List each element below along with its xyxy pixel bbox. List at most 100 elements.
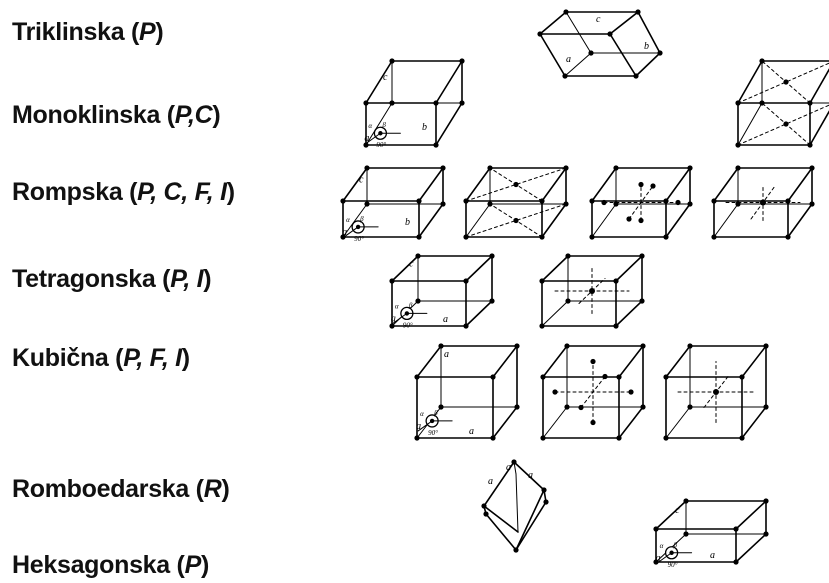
cell-edge bbox=[741, 345, 767, 378]
lattice-point bbox=[562, 73, 568, 79]
axis-label-a: a bbox=[528, 470, 533, 481]
alpha-label: α bbox=[395, 302, 399, 310]
cell-edge bbox=[787, 203, 813, 238]
alpha-label: α bbox=[660, 542, 664, 550]
cell-orthorhombic-C bbox=[463, 165, 569, 240]
cell-edge bbox=[513, 461, 545, 491]
cell-edge bbox=[483, 461, 515, 507]
lattice-point bbox=[414, 374, 420, 380]
label-heksagonska: Heksagonska (P) bbox=[12, 551, 209, 579]
lattice-point bbox=[459, 58, 465, 64]
cell-cubic-I bbox=[663, 343, 769, 441]
system-name: Tetragonska bbox=[12, 265, 156, 293]
cell-edge bbox=[485, 513, 517, 551]
cell-edge bbox=[483, 505, 519, 533]
axis-label-c: c bbox=[596, 14, 601, 25]
cell-edge bbox=[416, 345, 442, 378]
lattice-point bbox=[733, 526, 739, 532]
system-name: Rompska bbox=[12, 178, 123, 206]
cell-edge bbox=[741, 406, 767, 439]
lattice-point bbox=[616, 435, 622, 441]
lattice-types: P, I bbox=[170, 265, 204, 293]
lattice-point bbox=[459, 100, 465, 106]
axis-label-a: a bbox=[391, 313, 396, 324]
lattice-types: P bbox=[184, 551, 202, 579]
cell-edge bbox=[618, 345, 644, 378]
lattice-point bbox=[663, 234, 669, 240]
face-diagonal bbox=[465, 203, 567, 238]
cell-edge bbox=[713, 167, 739, 202]
axis-label-c: c bbox=[675, 505, 680, 516]
lattice-point bbox=[463, 323, 469, 329]
cell-edge bbox=[342, 167, 368, 202]
beta-label: β bbox=[673, 541, 678, 549]
lattice-point bbox=[490, 435, 496, 441]
lattice-point bbox=[389, 100, 395, 106]
lattice-point bbox=[588, 50, 594, 56]
cell-edge bbox=[615, 255, 643, 282]
lattice-point bbox=[638, 217, 644, 224]
hidden-edge bbox=[541, 300, 569, 327]
cell-edge bbox=[539, 11, 567, 35]
axis-label-a: a bbox=[488, 476, 493, 487]
lattice-types: P, C, F, I bbox=[137, 178, 227, 206]
lattice-point bbox=[687, 201, 693, 207]
hidden-edge bbox=[465, 203, 491, 238]
system-name: Heksagonska bbox=[12, 551, 170, 579]
lattice-point bbox=[389, 323, 395, 329]
axis-label-b: b bbox=[644, 41, 649, 52]
lattice-point bbox=[539, 323, 545, 329]
axis-label-a: a bbox=[416, 421, 421, 432]
lattice-point bbox=[663, 374, 669, 380]
angle-90-label: 90° bbox=[668, 561, 678, 569]
cell-edge bbox=[418, 203, 444, 238]
lattice-point bbox=[514, 404, 520, 410]
cell-edge bbox=[541, 203, 567, 238]
lattice-point bbox=[739, 435, 745, 441]
center-line bbox=[628, 185, 654, 220]
lattice-point bbox=[389, 278, 395, 284]
axis-label-a: a bbox=[444, 349, 449, 360]
hidden-edge bbox=[737, 102, 763, 146]
axis-line bbox=[657, 552, 673, 564]
angle-90-label: 90° bbox=[428, 429, 438, 437]
lattice-point bbox=[760, 199, 766, 206]
cell-edge bbox=[655, 500, 687, 530]
lattice-point bbox=[683, 531, 689, 537]
lattice-point bbox=[735, 165, 741, 171]
cell-edge bbox=[665, 203, 691, 238]
cell-edge bbox=[541, 167, 567, 202]
axis-label-b: b bbox=[405, 217, 410, 228]
hidden-edge bbox=[515, 473, 519, 533]
cell-edge bbox=[609, 33, 637, 77]
lattice-point bbox=[564, 404, 570, 410]
lattice-point bbox=[589, 198, 595, 204]
lattice-point bbox=[415, 253, 421, 259]
face-diagonal bbox=[737, 104, 829, 146]
label-kubicna: Kubična (P, F, I) bbox=[12, 344, 190, 372]
cell-edge bbox=[737, 60, 763, 104]
face-diagonal bbox=[737, 62, 829, 104]
label-rompska: Rompska (P, C, F, I) bbox=[12, 178, 235, 206]
cell-edge bbox=[541, 255, 569, 282]
cell-edge bbox=[735, 500, 767, 530]
axis-label-a: a bbox=[566, 54, 571, 65]
lattice-point bbox=[763, 531, 769, 537]
lattice-point bbox=[783, 121, 789, 127]
cell-edge bbox=[665, 345, 691, 378]
lattice-point bbox=[602, 373, 608, 380]
label-tetragonska: Tetragonska (P, I) bbox=[12, 265, 212, 293]
lattice-point bbox=[552, 389, 558, 395]
lattice-point bbox=[613, 323, 619, 329]
hidden-edge bbox=[713, 203, 739, 238]
lattice-point bbox=[537, 31, 543, 37]
lattice-point bbox=[364, 201, 370, 207]
lattice-point bbox=[438, 343, 444, 349]
center-line bbox=[580, 376, 606, 408]
alpha-label: α bbox=[420, 410, 424, 418]
cell-edge bbox=[515, 489, 545, 551]
lattice-point bbox=[739, 374, 745, 380]
